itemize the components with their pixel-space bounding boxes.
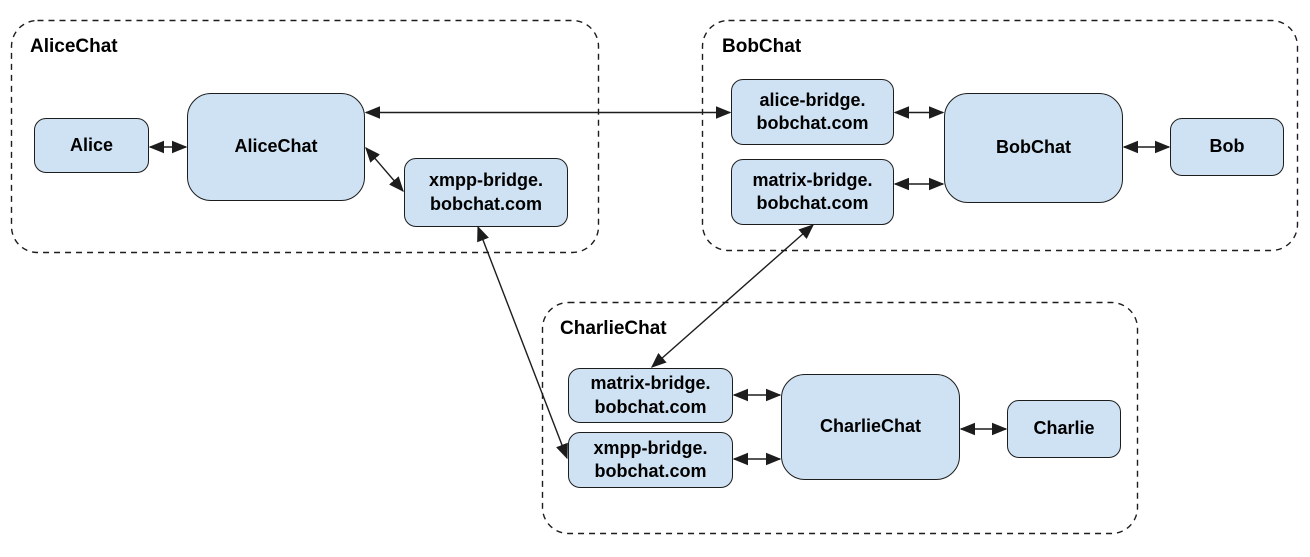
alice-bridge-bob-label: alice-bridge. [759, 89, 866, 110]
alice-label: Alice [69, 134, 114, 155]
xmpp-bridge-charlie-label: xmpp-bridge. [593, 437, 708, 458]
alicechat-group-boundary [10, 19, 600, 254]
alicechat-group-label: AliceChat [30, 36, 118, 57]
bobchat-server-label: BobChat [996, 137, 1071, 158]
bob-node: Bob [1170, 118, 1284, 176]
xmpp-bridge-charlie-label: bobchat.com [594, 461, 707, 481]
matrix-bridge-charlie-label: matrix-bridge. [590, 373, 711, 394]
xmpp-bridge-alice-label: bobchat.com [429, 193, 542, 214]
matrix-bridge-charlie-label: bobchat.com [594, 396, 707, 417]
alice-bridge-bob-label: bobchat.com [756, 113, 869, 133]
matrix-bridge-bob-node: matrix-bridge. bobchat.com [731, 159, 894, 225]
charlie-label: Charlie [1033, 418, 1095, 439]
alicechat-server-label: AliceChat [234, 136, 318, 157]
bobchat-server-node: BobChat [944, 93, 1123, 203]
bob-label: Bob [1209, 136, 1245, 157]
bobchat-group-label: BobChat [722, 36, 802, 57]
alice-bridge-bob-node: alice-bridge. bobchat.com [731, 79, 894, 145]
bobchat-group-boundary [701, 19, 1299, 252]
alicechat-server-node: AliceChat [187, 93, 365, 201]
xmpp-bridge-charlie-node: xmpp-bridge. bobchat.com [568, 432, 733, 488]
matrix-bridge-bob-label: bobchat.com [756, 193, 869, 213]
charliechat-server-node: CharlieChat [781, 374, 960, 480]
charliechat-server-label: CharlieChat [819, 416, 922, 437]
charliechat-group-label: CharlieChat [560, 318, 667, 339]
xmpp-bridge-alice-node: xmpp-bridge.bobchat.com [404, 158, 568, 227]
matrix-bridge-bob-label: matrix-bridge. [752, 169, 873, 190]
alice-node: Alice [34, 118, 149, 173]
matrix-bridge-charlie-node: matrix-bridge.bobchat.com [568, 368, 733, 423]
charlie-node: Charlie [1007, 400, 1121, 458]
xmpp-bridge-alice-label: xmpp-bridge. [428, 170, 543, 191]
